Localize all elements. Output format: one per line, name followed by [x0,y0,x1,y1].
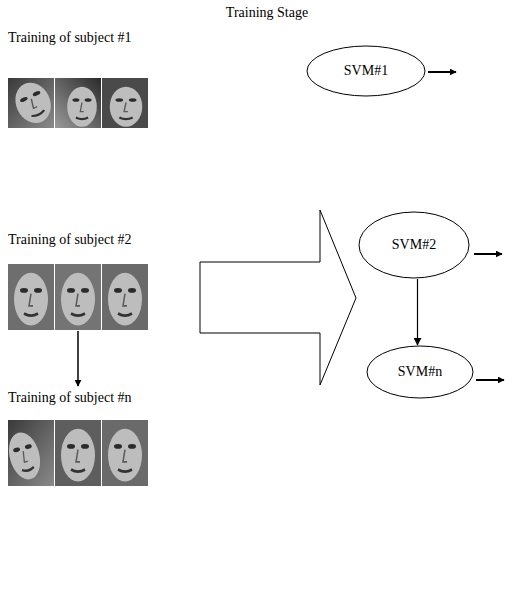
down-arrow [77,331,79,386]
node-label: SVM#n [398,364,442,381]
output-arrow [476,379,504,381]
face-image [102,78,148,128]
face-image [4,420,54,486]
face-image [55,420,101,486]
face-image [102,420,148,486]
svm-ellipse: SVM#1 [306,45,426,97]
node-label: SVM#2 [392,237,436,254]
subject-label: Training of subject #n [8,390,132,407]
node-label: SVM#1 [344,63,388,80]
face-image [102,264,148,330]
svm-ellipse: SVM#n [366,345,474,399]
face-image [8,77,57,129]
output-arrow [428,71,456,73]
diagram-title: Training Stage [226,5,308,22]
svm-ellipse: SVM#2 [358,211,470,279]
subject-label: Training of subject #2 [8,232,132,249]
subject-label: Training of subject #1 [8,30,132,47]
face-image [55,78,101,128]
block-arrow [200,210,356,385]
face-image [8,264,54,330]
output-arrow [474,253,502,255]
face-image [55,264,101,330]
flow-arrow [417,279,418,345]
